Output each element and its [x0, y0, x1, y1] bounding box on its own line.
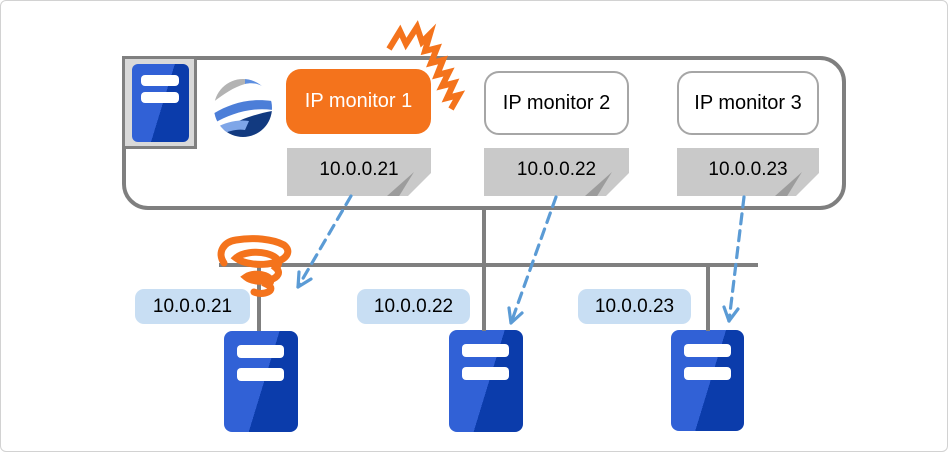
server-slot-bar [141, 92, 179, 103]
server-2-ip-label: 10.0.0.22 [357, 289, 470, 324]
server-3-ip-label: 10.0.0.23 [578, 289, 691, 324]
monitor-2-ip-text: 10.0.0.22 [516, 159, 597, 180]
server-slot-bar [684, 367, 731, 380]
ip-monitor-2-label: IP monitor 2 [502, 91, 611, 114]
ip-monitor-3-label: IP monitor 3 [694, 91, 802, 114]
server-3-ip-text: 10.0.0.23 [594, 295, 675, 317]
server-slot-bar [462, 367, 509, 380]
server-1-ip-label: 10.0.0.21 [135, 289, 250, 324]
server-slot-bar [141, 75, 179, 86]
ip-monitor-3-box: IP monitor 3 [677, 71, 819, 135]
monitor-1-ip-note: 10.0.0.21 [287, 148, 431, 196]
server-slot-bar [462, 344, 509, 357]
server-slot-bar [237, 345, 284, 358]
monitor-1-ip-text: 10.0.0.21 [319, 159, 399, 180]
server-slot-bar [237, 368, 284, 381]
monitor-3-ip-text: 10.0.0.23 [708, 159, 788, 180]
monitor-2-ip-note: 10.0.0.22 [484, 148, 629, 196]
server-icon [449, 330, 523, 432]
server-icon [671, 330, 744, 431]
wave-sphere-logo-icon [212, 77, 274, 139]
monitor-3-ip-note: 10.0.0.23 [677, 148, 819, 196]
server-icon [132, 64, 189, 142]
server-slot-bar [684, 344, 731, 357]
server-2-ip-text: 10.0.0.22 [373, 295, 454, 317]
cluster-server-frame [122, 56, 197, 149]
ip-monitor-1-box: IP monitor 1 [286, 69, 431, 134]
ip-monitor-2-box: IP monitor 2 [484, 71, 629, 135]
broken-link-coil-icon [217, 235, 292, 297]
ip-monitor-1-label: IP monitor 1 [304, 90, 413, 112]
server-1-ip-text: 10.0.0.21 [152, 295, 233, 317]
server-icon [224, 331, 298, 432]
